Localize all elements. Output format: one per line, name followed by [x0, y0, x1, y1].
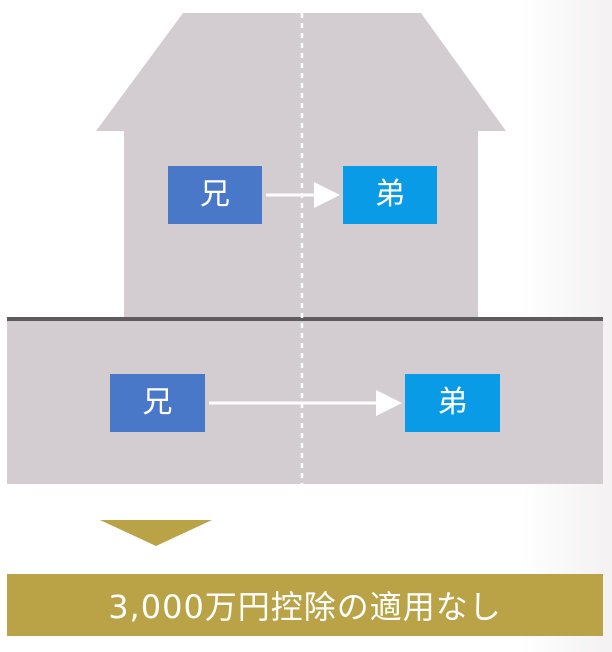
land-owner-older-brother: 兄: [110, 374, 205, 432]
land-shape: [7, 318, 603, 484]
land-transfer-arrow: [209, 390, 402, 416]
building-transfer-arrow: [266, 182, 340, 208]
result-banner: 3,000万円控除の適用なし: [7, 574, 603, 636]
down-chevron-icon: [100, 520, 212, 546]
land-owner-younger-brother: 弟: [405, 374, 500, 432]
building-owner-older-brother: 兄: [168, 166, 262, 224]
building-owner-younger-brother: 弟: [343, 166, 437, 224]
